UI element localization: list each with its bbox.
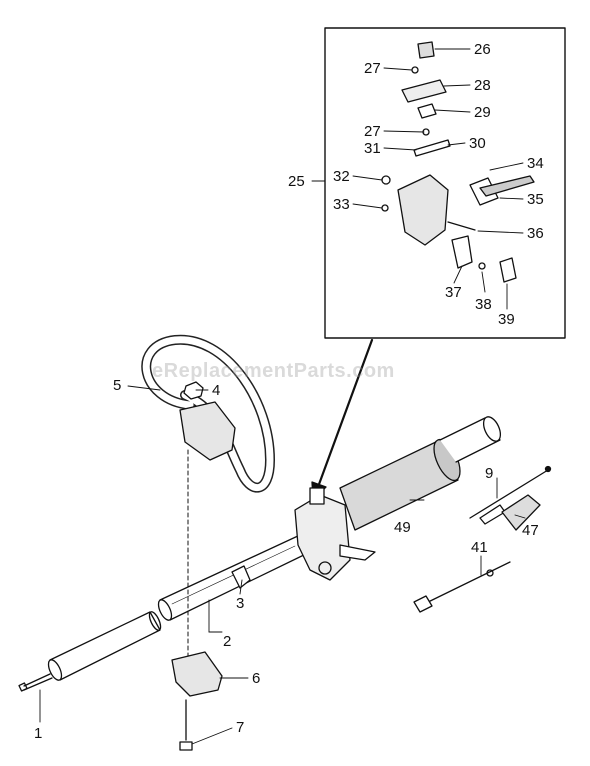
callout-5: 5 [113,377,122,394]
callout-26: 26 [474,41,491,58]
callout-33: 33 [333,196,350,213]
callout-35: 35 [527,191,544,208]
leader-lines [39,48,526,745]
callout-39: 39 [498,311,515,328]
callout-38: 38 [475,296,492,313]
callout-25: 25 [288,173,305,190]
callout-3: 3 [236,595,245,612]
callout-32: 32 [333,168,350,185]
stop-wire [413,561,511,613]
callout-27-lower: 27 [364,123,381,140]
detail-inset-box [324,27,566,339]
callout-31: 31 [364,140,381,157]
detail-arrow-shaft [316,338,374,489]
callout-41: 41 [471,539,488,556]
callout-28: 28 [474,77,491,94]
callout-4: 4 [212,382,221,399]
bolt-head [183,381,204,400]
drive-shaft-tip [18,673,53,692]
callout-6: 6 [252,670,261,687]
handle-clamp-lower [171,651,223,697]
callout-37: 37 [445,284,462,301]
throttle-housing [294,487,376,581]
watermark-text: eReplacementParts.com [152,360,395,382]
callout-30: 30 [469,135,486,152]
callout-1: 1 [34,725,43,742]
callout-29: 29 [474,104,491,121]
callout-27-upper: 27 [364,60,381,77]
grip-handle [339,416,502,531]
callout-49: 49 [394,519,411,536]
callout-47: 47 [522,522,539,539]
handle-clamp-upper [179,401,236,461]
callout-2: 2 [223,633,232,650]
inset-parts [381,41,535,283]
callout-36: 36 [527,225,544,242]
cable-adjuster [501,494,541,531]
shaft-clip [231,565,251,589]
callout-7: 7 [236,719,245,736]
bolt-lower [179,699,193,751]
callout-34: 34 [527,155,544,172]
callout-9: 9 [485,465,494,482]
